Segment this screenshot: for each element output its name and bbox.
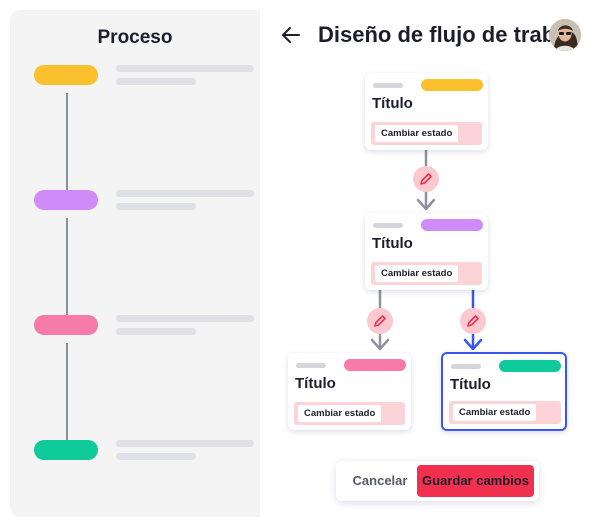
edit-transition-button[interactable] <box>367 308 393 334</box>
workflow-card[interactable]: Título Cambiar estado <box>365 213 488 290</box>
card-status-pill <box>421 79 483 91</box>
page-title: Diseño de flujo de trabajo <box>318 22 550 47</box>
card-title: Título <box>372 95 413 112</box>
process-panel: Proceso <box>10 10 260 517</box>
process-title: Proceso <box>97 27 173 48</box>
card-status-pill <box>499 360 561 372</box>
card-title: Título <box>450 376 491 393</box>
card-status-pill <box>344 359 406 371</box>
step-text-placeholder <box>116 440 254 447</box>
pencil-icon <box>467 315 479 327</box>
step-color-pill <box>34 65 98 85</box>
step-text-placeholder <box>116 190 254 197</box>
timeline-line <box>66 218 68 324</box>
card-label-placeholder <box>373 223 403 228</box>
card-label-placeholder <box>373 83 403 88</box>
card-label-placeholder <box>296 363 326 368</box>
step-color-pill <box>34 440 98 460</box>
action-bar: Cancelar Guardar cambios <box>336 461 539 501</box>
step-text-placeholder <box>116 78 196 85</box>
process-step[interactable] <box>34 315 254 337</box>
pencil-icon <box>374 315 386 327</box>
card-status-area: Cambiar estado <box>371 262 482 285</box>
workflow-card[interactable]: Título Cambiar estado <box>365 73 488 150</box>
step-text-placeholder <box>116 203 196 210</box>
workflow-card-selected[interactable]: Título Cambiar estado <box>441 352 567 431</box>
back-arrow-icon[interactable] <box>280 24 302 46</box>
edit-transition-button[interactable] <box>413 166 439 192</box>
card-status-area: Cambiar estado <box>371 122 482 145</box>
change-status-button[interactable]: Cambiar estado <box>375 125 459 142</box>
change-status-button[interactable]: Cambiar estado <box>453 404 537 421</box>
card-title: Título <box>372 235 413 252</box>
user-avatar[interactable] <box>549 19 581 51</box>
workflow-card[interactable]: Título Cambiar estado <box>288 353 411 430</box>
change-status-button[interactable]: Cambiar estado <box>375 265 459 282</box>
timeline-line <box>66 343 68 449</box>
timeline-line <box>66 93 68 199</box>
cancel-button[interactable]: Cancelar <box>352 473 408 488</box>
step-color-pill <box>34 315 98 335</box>
card-title: Título <box>295 375 336 392</box>
pencil-icon <box>420 173 432 185</box>
save-changes-button[interactable]: Guardar cambios <box>417 465 534 497</box>
card-status-area: Cambiar estado <box>449 401 561 424</box>
process-step[interactable] <box>34 190 254 212</box>
step-text-placeholder <box>116 65 254 72</box>
step-text-placeholder <box>116 315 254 322</box>
card-label-placeholder <box>451 364 481 369</box>
step-text-placeholder <box>116 328 196 335</box>
step-text-placeholder <box>116 453 196 460</box>
change-status-button[interactable]: Cambiar estado <box>298 405 382 422</box>
card-status-area: Cambiar estado <box>294 402 405 425</box>
process-step[interactable] <box>34 65 254 87</box>
card-status-pill <box>421 219 483 231</box>
edit-transition-button[interactable] <box>460 308 486 334</box>
process-step[interactable] <box>34 440 254 462</box>
step-color-pill <box>34 190 98 210</box>
